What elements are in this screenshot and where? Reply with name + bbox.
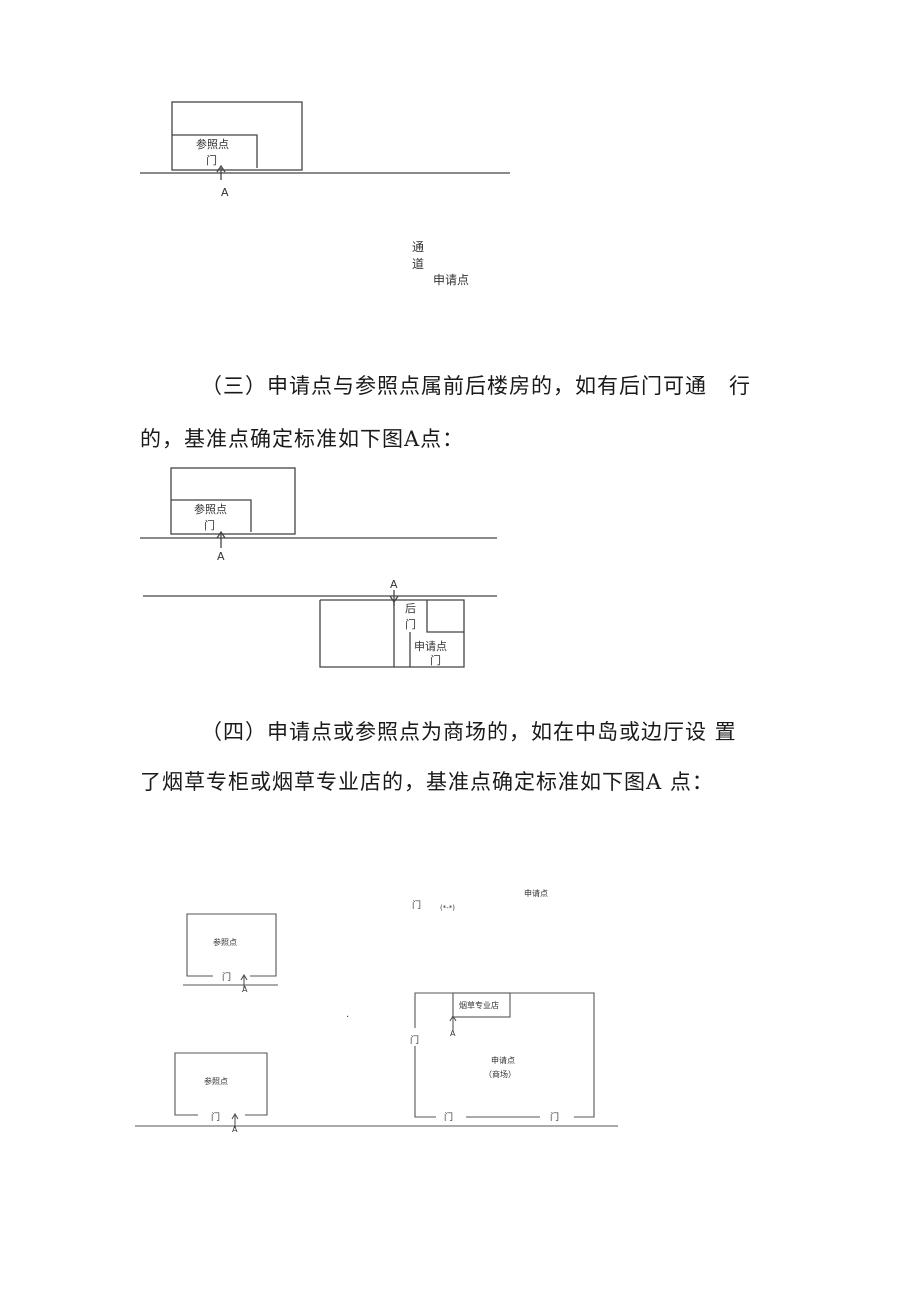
section-4-line-2: 了烟草专柜或烟草专业店的，基准点确定标准如下图A 点： xyxy=(140,770,714,794)
back-building-right xyxy=(394,599,465,668)
top-door-label: 门 xyxy=(412,899,421,911)
stray-dot: · xyxy=(346,1012,349,1023)
ref2-door-label: 门 xyxy=(211,1111,220,1123)
mall-outline-top xyxy=(414,992,595,1118)
back-door-label: 门 xyxy=(405,617,416,631)
mall-side-door-label: 门 xyxy=(410,1034,419,1046)
ref1-outline xyxy=(186,913,277,977)
arrow-head-icon xyxy=(216,164,226,173)
diagram-2: 参照点 门 A A 后 门 申请点 门 xyxy=(140,467,497,668)
back-label: 后 xyxy=(405,602,416,615)
reference-shop-outline xyxy=(171,499,252,532)
section-3-line-1: （三）申请点与参照点属前后楼房的，如有后门可通 行 xyxy=(201,374,751,398)
mall-door-right-label: 门 xyxy=(550,1111,559,1123)
door-label: 门 xyxy=(206,153,217,167)
point-a-label: A xyxy=(221,186,229,199)
ref2-point-label: A xyxy=(232,1125,238,1134)
top-paren-label: (*-*) xyxy=(440,904,455,912)
mall-outline-left xyxy=(414,1046,436,1118)
reference-building xyxy=(171,101,303,171)
diagram-1: 参照点 门 A 通 道 申请点 xyxy=(140,101,510,287)
passage-char-1: 通 xyxy=(412,240,424,254)
ref1-label: 参照点 xyxy=(213,937,237,947)
ref1-door-label: 门 xyxy=(222,971,231,983)
ref2-arrow-head-icon xyxy=(231,1112,239,1120)
arrow-head-icon xyxy=(216,530,226,539)
shop-arrow-head-icon xyxy=(449,1014,457,1022)
applicant-door-label: 门 xyxy=(430,653,441,667)
reference-label: 参照点 xyxy=(196,137,229,151)
back-door-frame xyxy=(426,600,464,633)
reference-shop-outline xyxy=(172,134,258,168)
mall-door-left-label: 门 xyxy=(444,1111,453,1123)
applicant-label: 申请点 xyxy=(433,273,469,287)
mall-applicant-label: 申请点 xyxy=(491,1055,515,1065)
reference-building xyxy=(170,467,296,535)
ref1-arrow-head-icon xyxy=(240,973,248,981)
point-a-label-top: A xyxy=(390,578,398,591)
reference-label: 参照点 xyxy=(194,502,227,516)
ref2-outline xyxy=(174,1052,268,1116)
section-4-line-1: （四）申请点或参照点为商场的，如在中岛或边厅设 置 xyxy=(201,720,737,744)
tobacco-shop-box xyxy=(452,992,511,1018)
section-3-line-2: 的，基准点确定标准如下图A点： xyxy=(140,427,465,451)
ref2-label: 参照点 xyxy=(204,1076,228,1086)
shop-label: 烟草专业店 xyxy=(459,1000,499,1010)
point-a-label-bottom: A xyxy=(217,550,225,563)
top-applicant-label: 申请点 xyxy=(524,888,548,898)
mall-name-label: （商场） xyxy=(484,1069,516,1079)
passage-char-2: 道 xyxy=(412,257,424,271)
shop-point-label: A xyxy=(450,1029,456,1038)
applicant-label: 申请点 xyxy=(414,640,447,653)
door-label: 门 xyxy=(204,518,215,532)
ref1-point-label: A xyxy=(242,985,248,994)
